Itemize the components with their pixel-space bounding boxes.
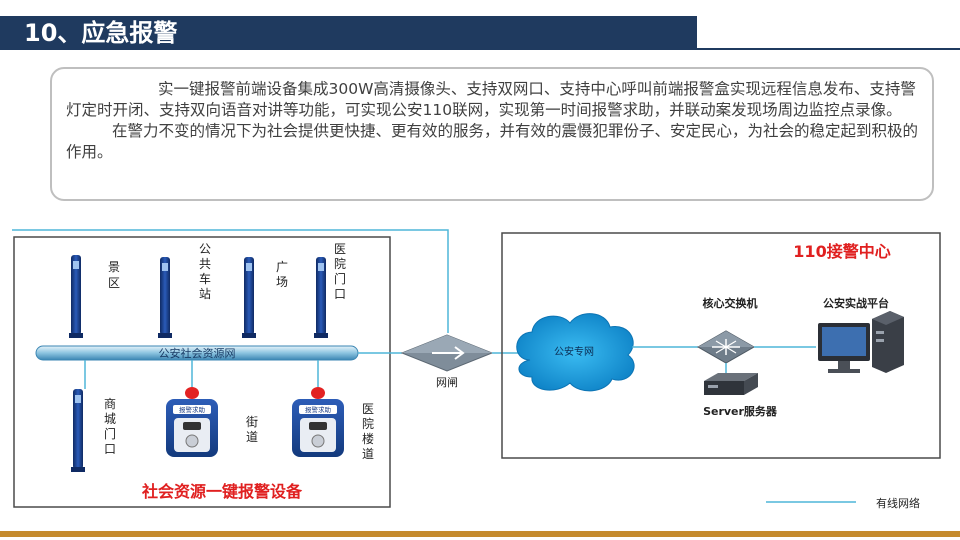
- title-underline: [697, 48, 960, 50]
- right-panel-border: [501, 232, 941, 459]
- label-mall-gate-4: 口: [104, 442, 116, 456]
- label-scenic-area-1: 景: [108, 260, 120, 274]
- alarm-box-caption-hospital: 报警求助: [305, 405, 332, 414]
- cloud-label: 公安专网: [554, 345, 594, 358]
- network-bar-label: 公安社会资源网: [159, 346, 236, 360]
- description-box: 实一键报警前端设备集成300W高清摄像头、支持双网口、支持中心呼叫前端报警盒实现…: [50, 67, 934, 201]
- alarm-box-caption-street: 报警求助: [179, 405, 206, 414]
- legend-wired-label: 有线网络: [876, 496, 920, 510]
- label-hospital-corridor-2: 院: [362, 417, 374, 431]
- police-private-network-cloud-icon: [516, 313, 635, 392]
- label-bus-station-4: 站: [199, 287, 211, 301]
- bottom-accent-bar: [0, 531, 960, 537]
- alarm-column-bus-station: [158, 257, 172, 338]
- label-hospital-corridor-4: 道: [362, 447, 374, 461]
- alarm-box-hospital-corridor: 报警求助: [292, 387, 344, 457]
- platform-label: 公安实战平台: [823, 296, 889, 310]
- label-mall-gate-3: 门: [104, 426, 116, 441]
- title-bar: [0, 16, 697, 50]
- label-street-1: 街: [246, 415, 258, 429]
- label-hospital-gate-3: 门: [334, 271, 346, 286]
- alarm-column-scenic-area: [69, 255, 83, 338]
- gateway-label: 网闸: [436, 376, 458, 389]
- left-panel-title: 社会资源一键报警设备: [141, 482, 303, 501]
- wired-link-top: [12, 229, 449, 333]
- core-switch-icon: [696, 330, 756, 364]
- network-diagram: 景 区 公 共 车 站 广 场 医 院 门 口 公安社会资源网 商 城 门 口: [12, 229, 941, 510]
- label-bus-station-2: 共: [199, 257, 211, 271]
- label-bus-station-3: 车: [199, 271, 211, 286]
- label-scenic-area-2: 区: [108, 276, 120, 290]
- right-panel-title: 110接警中心: [793, 242, 890, 261]
- label-bus-station-1: 公: [199, 242, 211, 256]
- label-mall-gate-1: 商: [104, 396, 116, 411]
- label-square-1: 广: [276, 260, 288, 274]
- alarm-column-square: [242, 257, 256, 338]
- label-mall-gate-2: 城: [104, 412, 116, 426]
- label-street-2: 道: [246, 430, 258, 444]
- label-square-2: 场: [276, 275, 288, 289]
- label-hospital-gate-2: 院: [334, 257, 346, 271]
- alarm-column-hospital-gate: [314, 257, 328, 338]
- label-hospital-corridor-3: 楼: [362, 431, 374, 446]
- description-paragraph-2: 在警力不变的情况下为社会提供更快捷、更有效的服务，并有效的震慑犯罪份子、安定民心…: [66, 122, 919, 161]
- label-hospital-gate-4: 口: [334, 287, 346, 301]
- label-hospital-corridor-1: 医: [362, 402, 374, 416]
- police-platform-computer-icon: [818, 311, 904, 373]
- page-title: 10、应急报警: [24, 19, 178, 47]
- core-switch-label: 核心交换机: [703, 296, 758, 310]
- description-paragraph-1: 实一键报警前端设备集成300W高清摄像头、支持双网口、支持中心呼叫前端报警盒实现…: [66, 80, 916, 119]
- network-gateway-icon: [400, 334, 494, 372]
- label-hospital-gate-1: 医: [334, 242, 346, 256]
- server-icon: [704, 373, 758, 395]
- server-label: Server服务器: [703, 404, 778, 418]
- alarm-box-street: 报警求助: [166, 387, 218, 457]
- alarm-column-mall-gate: [71, 389, 85, 472]
- left-panel-border: [13, 236, 391, 508]
